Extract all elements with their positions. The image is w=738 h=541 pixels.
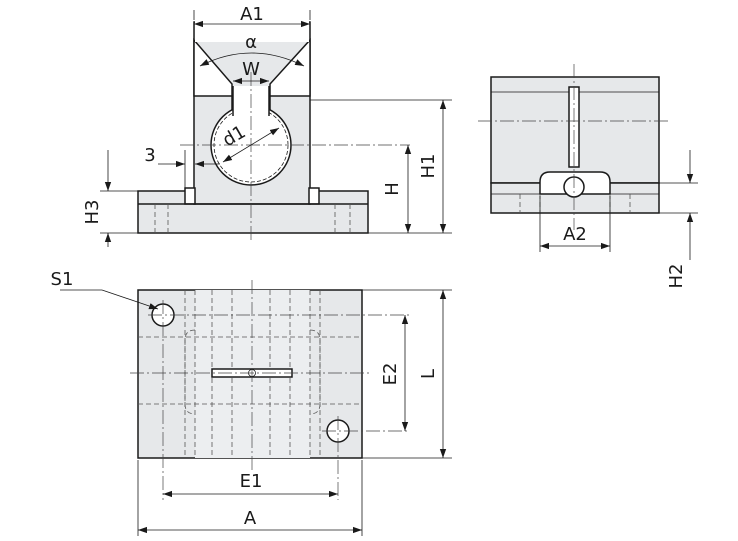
- front-view-base-notch-left: [184, 187, 196, 205]
- front-view-base-notch-right: [308, 187, 320, 205]
- label-a1: A1: [240, 4, 264, 25]
- top-view-dimensions: [60, 289, 452, 536]
- label-l: L: [418, 369, 439, 379]
- label-a: A: [244, 508, 257, 529]
- label-h: H: [382, 182, 403, 196]
- front-view: [137, 18, 410, 240]
- front-view-dimensions: [100, 10, 452, 247]
- label-w: W: [242, 59, 260, 80]
- dimension-labels: A1 α W d1 3 H3 H H1 A2 H2 S1 E2 L E1 A: [51, 4, 687, 529]
- label-h3: H3: [82, 200, 103, 225]
- label-e1: E1: [240, 471, 263, 492]
- label-h1: H1: [418, 154, 439, 179]
- label-a2: A2: [563, 224, 587, 245]
- label-e2: E2: [380, 363, 401, 386]
- label-h2: H2: [666, 264, 687, 289]
- side-view: [478, 64, 670, 230]
- label-alpha: α: [245, 32, 257, 53]
- side-view-dimensions: [539, 150, 698, 260]
- label-s1: S1: [51, 269, 74, 290]
- label-3: 3: [144, 145, 155, 166]
- top-view: [130, 280, 410, 500]
